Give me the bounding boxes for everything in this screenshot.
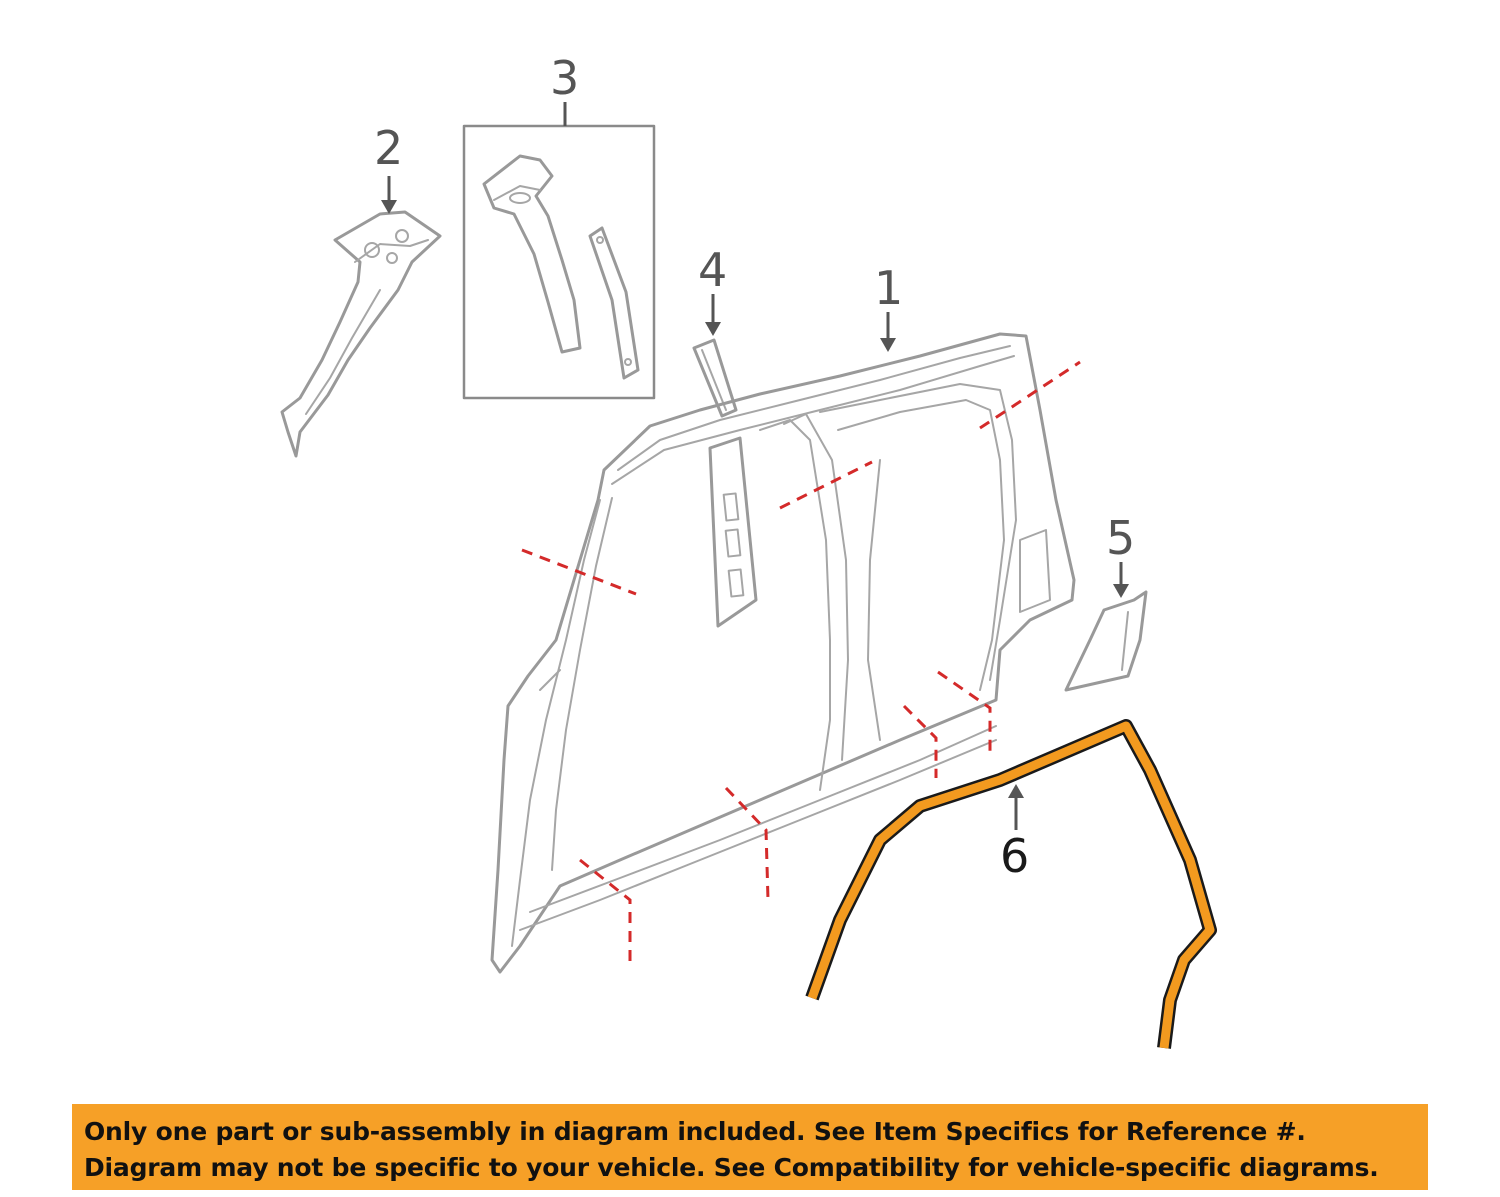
arrow-head-1 xyxy=(880,338,896,352)
arrow-head-5 xyxy=(1113,584,1129,598)
disclaimer-banner: Only one part or sub-assembly in diagram… xyxy=(72,1104,1428,1190)
disclaimer-line-1: Only one part or sub-assembly in diagram… xyxy=(84,1117,1306,1146)
callout-2: 2 xyxy=(374,121,403,175)
disclaimer-line-2: Diagram may not be specific to your vehi… xyxy=(84,1153,1379,1182)
callout-1: 1 xyxy=(874,261,903,315)
part-5-quarter-patch xyxy=(1064,590,1148,692)
callout-3: 3 xyxy=(550,51,579,105)
part-4-b-pillar-reinforcement xyxy=(692,338,738,418)
part-6-door-weatherstrip xyxy=(805,719,1217,1049)
part-3-subassembly xyxy=(462,124,656,400)
part-2-pillar-reinforcement xyxy=(280,210,442,458)
part-1-side-panel xyxy=(490,332,1076,974)
arrow-head-4 xyxy=(705,322,721,336)
cut-lines xyxy=(521,360,1081,968)
callout-5: 5 xyxy=(1106,511,1135,565)
arrow-head-2 xyxy=(381,200,397,214)
b-pillar-inner xyxy=(708,436,758,628)
callout-4: 4 xyxy=(698,243,727,297)
callout-6: 6 xyxy=(1000,829,1029,883)
leader-arrows xyxy=(381,102,1129,830)
arrow-head-6 xyxy=(1008,784,1024,798)
